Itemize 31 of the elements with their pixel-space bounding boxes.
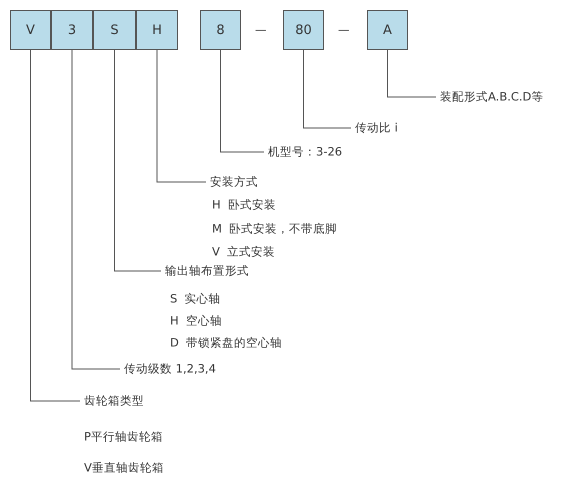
leader-line bbox=[387, 50, 436, 98]
callout-text: 机型号：3-26 bbox=[268, 144, 342, 160]
leader-line bbox=[114, 50, 162, 272]
code-box: H bbox=[136, 10, 178, 50]
dash-separator: — bbox=[255, 22, 266, 38]
option-text: H 卧式安装 bbox=[212, 198, 276, 212]
leader-line bbox=[220, 50, 264, 152]
code-box: A bbox=[367, 10, 408, 50]
leader-line bbox=[156, 50, 206, 182]
callout-text: 传动级数 1,2,3,4 bbox=[124, 362, 216, 376]
callout-text: 输出轴布置形式 bbox=[165, 264, 249, 278]
dash-separator: — bbox=[338, 22, 350, 38]
option-text: V 立式安装 bbox=[212, 244, 276, 260]
leader-line bbox=[30, 50, 80, 402]
option-text: D 带锁紧盘的空心轴 bbox=[170, 336, 282, 350]
leader-line bbox=[303, 50, 352, 128]
option-text: V垂直轴齿轮箱 bbox=[84, 460, 164, 476]
callout-text: 齿轮箱类型 bbox=[84, 394, 144, 408]
code-box: S bbox=[93, 10, 136, 50]
callout-text: 传动比 i bbox=[355, 120, 398, 136]
code-box: 80 bbox=[283, 10, 324, 50]
code-box: V bbox=[10, 10, 51, 50]
leader-line bbox=[72, 50, 120, 370]
option-text: H 空心轴 bbox=[170, 314, 222, 328]
option-text: S 实心轴 bbox=[170, 292, 221, 306]
callout-text: 安装方式 bbox=[210, 174, 258, 190]
option-text: M 卧式安装，不带底脚 bbox=[212, 222, 338, 236]
code-box: 3 bbox=[51, 10, 93, 50]
code-box: 8 bbox=[200, 10, 241, 50]
callout-text: 装配形式A.B.C.D等 bbox=[440, 90, 544, 104]
option-text: P平行轴齿轮箱 bbox=[84, 430, 163, 444]
